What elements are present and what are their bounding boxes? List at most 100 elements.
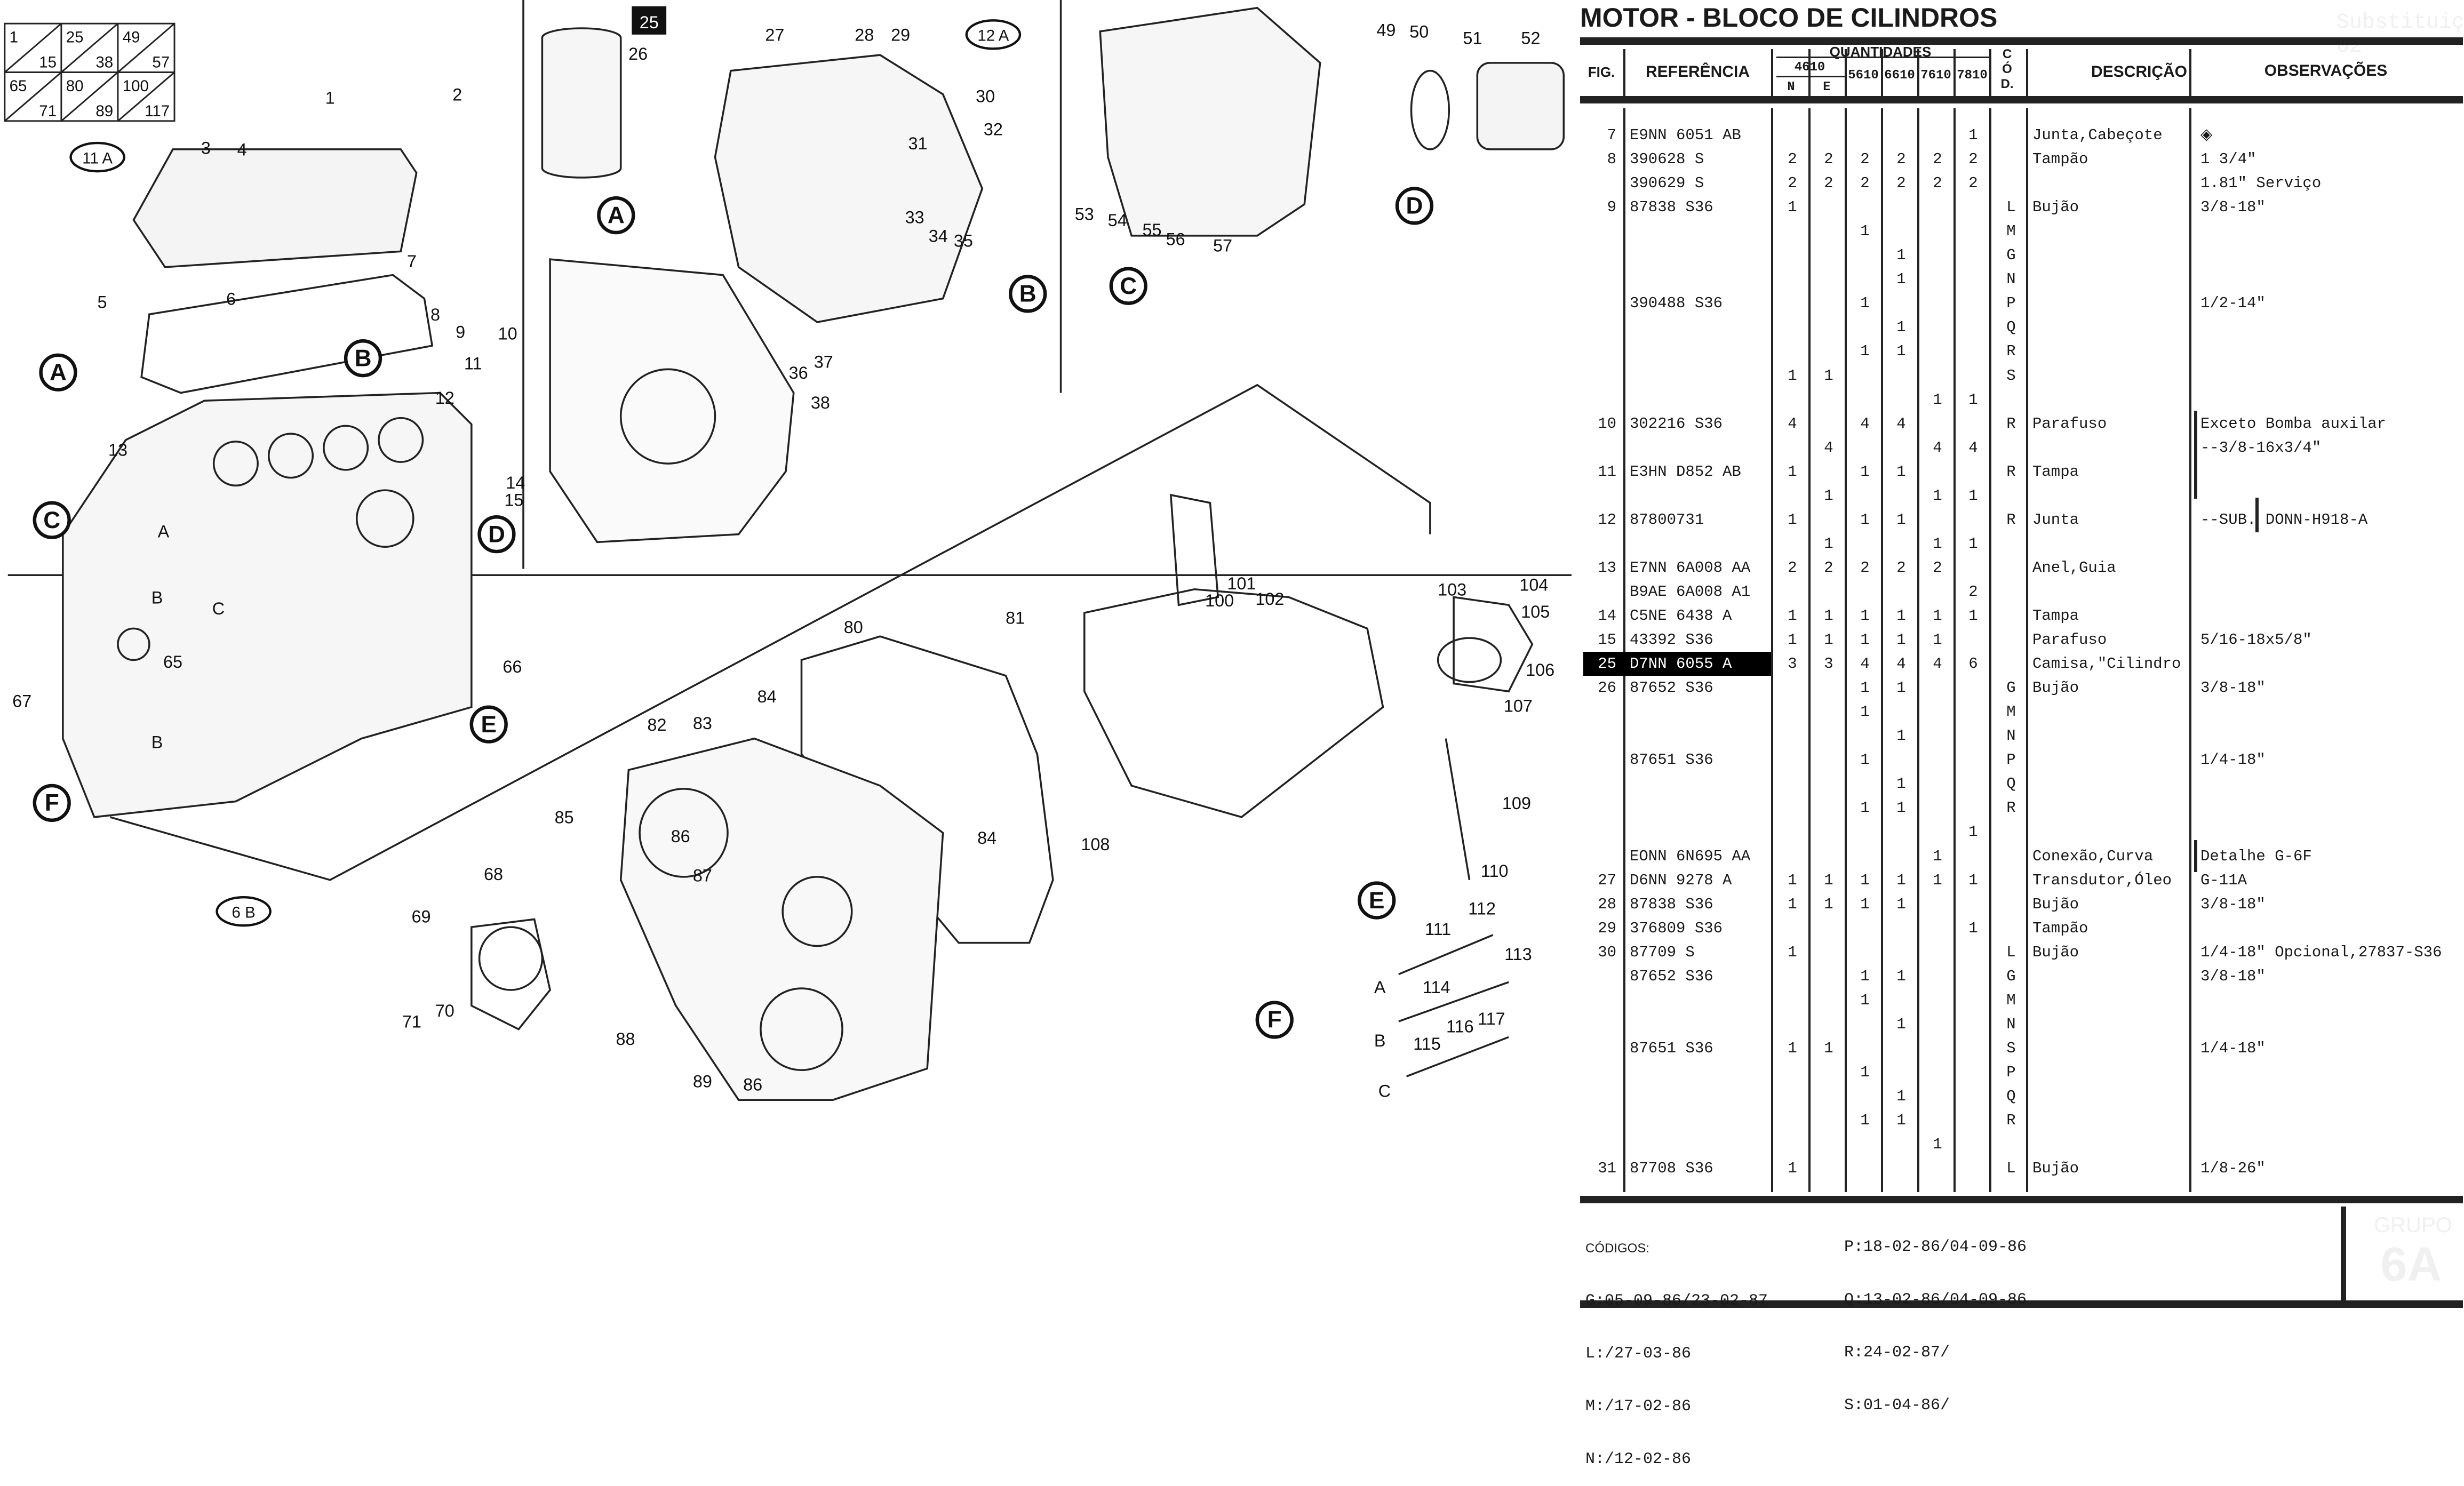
fig-number: 15 xyxy=(1598,631,1616,649)
part-description: Camisa,"Cilindro xyxy=(2032,655,2181,673)
qty-4610-n xyxy=(1776,267,1808,291)
qty-5610: 1 xyxy=(1860,991,1870,1009)
callout-106: 106 xyxy=(1526,660,1554,680)
svg-text:103: 103 xyxy=(1438,580,1466,600)
svg-text:85: 85 xyxy=(555,808,574,827)
qty-7610 xyxy=(1921,1012,1953,1036)
qty-4610-e xyxy=(1813,820,1845,844)
qty-6610 xyxy=(1885,580,1917,604)
fig-number xyxy=(1583,267,1616,291)
qty-5610: 1 xyxy=(1860,799,1870,817)
qty-7610 xyxy=(1921,460,1953,484)
fig-number: 8 xyxy=(1607,150,1616,169)
code: N xyxy=(2006,1015,2016,1033)
part-reference: 87651 S36 xyxy=(1630,751,1713,769)
qty-6610: 2 xyxy=(1896,174,1906,193)
svg-text:80: 80 xyxy=(844,618,863,637)
header-column-divider xyxy=(2026,49,2028,96)
qty-6610: 1 xyxy=(1896,1088,1906,1105)
qty-7610 xyxy=(1921,892,1953,916)
code: R xyxy=(2006,414,2016,433)
page-index-grid xyxy=(4,22,176,122)
svg-text:12: 12 xyxy=(435,388,454,408)
fig-number xyxy=(1583,291,1616,315)
code-s: S:01-04-86/ xyxy=(1844,1396,1950,1415)
svg-text:A: A xyxy=(1374,978,1386,997)
qty-5610 xyxy=(1849,724,1881,748)
qty-7610 xyxy=(1921,916,1953,940)
index-grid-number: 117 xyxy=(145,102,170,120)
index-grid-number: 25 xyxy=(66,29,84,46)
svg-text:C: C xyxy=(43,507,60,533)
column-divider xyxy=(2026,108,2028,1192)
callout-f: F xyxy=(1255,1001,1294,1039)
callout-105: 105 xyxy=(1521,602,1550,621)
qty-7810 xyxy=(1957,364,1989,388)
qty-7810: 1 xyxy=(1968,486,1978,505)
callout-103: 103 xyxy=(1438,580,1466,600)
qty-5610: 1 xyxy=(1860,462,1870,481)
group-number: 6A xyxy=(2380,1238,2442,1291)
qty-4610-e xyxy=(1813,772,1845,796)
svg-text:28: 28 xyxy=(855,26,874,45)
qty-7810 xyxy=(1957,1012,1989,1036)
qty-7610 xyxy=(1921,195,1953,219)
svg-text:54: 54 xyxy=(1108,211,1127,230)
callout-e: E xyxy=(1358,881,1396,920)
codes-right: P:18-02-86/04-09-86 Q:13-02-86/04-09-86 … xyxy=(1844,1203,2027,1432)
fig-number xyxy=(1583,1132,1616,1156)
qty-4610-n xyxy=(1776,796,1808,820)
svg-text:F: F xyxy=(1267,1007,1282,1033)
qty-6610: 1 xyxy=(1896,967,1906,985)
qty-6610: 4 xyxy=(1896,655,1906,673)
callout-15: 15 xyxy=(504,491,523,510)
callout-70: 70 xyxy=(435,1001,454,1020)
qty-7610: 1 xyxy=(1933,631,1942,649)
svg-text:2: 2 xyxy=(452,85,462,105)
part-observation: 3/8-18" xyxy=(2200,198,2266,217)
qty-7810 xyxy=(1957,892,1989,916)
fig-number xyxy=(1583,820,1616,844)
svg-text:69: 69 xyxy=(412,907,431,926)
qty-5610 xyxy=(1849,844,1881,868)
part-observation: --3/8-16x3/4" xyxy=(2200,438,2322,457)
qty-7610 xyxy=(1921,508,1953,532)
code: M xyxy=(2006,703,2016,721)
qty-4610-n xyxy=(1776,964,1808,988)
qty-6610: 1 xyxy=(1896,462,1906,481)
fig-number xyxy=(1583,171,1616,195)
qty-7810: 1 xyxy=(1968,534,1978,553)
svg-text:B: B xyxy=(151,732,163,752)
svg-text:53: 53 xyxy=(1075,204,1094,223)
part-observation: 3/8-18" xyxy=(2200,967,2266,985)
callout-116: 116 xyxy=(1446,1017,1474,1036)
qty-5610 xyxy=(1849,1012,1881,1036)
footer-divider xyxy=(2341,1207,2346,1300)
callout-52: 52 xyxy=(1521,28,1540,47)
svg-text:10: 10 xyxy=(498,324,517,343)
svg-text:B: B xyxy=(1019,281,1036,307)
callout-112: 112 xyxy=(1468,899,1496,918)
code: P xyxy=(2006,1063,2016,1081)
qty-4610-e xyxy=(1813,508,1845,532)
qty-5610 xyxy=(1849,123,1881,147)
callout-31: 31 xyxy=(908,134,927,153)
index-grid-number: 57 xyxy=(152,54,170,71)
code-n: N:/12-02-86 xyxy=(1585,1450,1692,1468)
head-gasket xyxy=(140,274,434,394)
qty-4610-e xyxy=(1813,412,1845,436)
header-5610: 5610 xyxy=(1848,68,1879,83)
svg-text:107: 107 xyxy=(1504,697,1533,716)
qty-4610-e xyxy=(1813,916,1845,940)
fig-number: 25 xyxy=(1583,652,1616,676)
code: Q xyxy=(2006,1088,2016,1105)
svg-text:112: 112 xyxy=(1468,899,1496,918)
qty-5610: 2 xyxy=(1860,150,1870,169)
callout-51: 51 xyxy=(1463,28,1482,47)
svg-text:87: 87 xyxy=(693,866,712,885)
callout-a: A xyxy=(39,353,77,392)
qty-4610-n xyxy=(1776,1084,1808,1108)
svg-text:15: 15 xyxy=(504,491,523,510)
qty-6610: 4 xyxy=(1896,414,1906,433)
part-observation: --SUB. DONN-H918-A xyxy=(2200,510,2368,529)
